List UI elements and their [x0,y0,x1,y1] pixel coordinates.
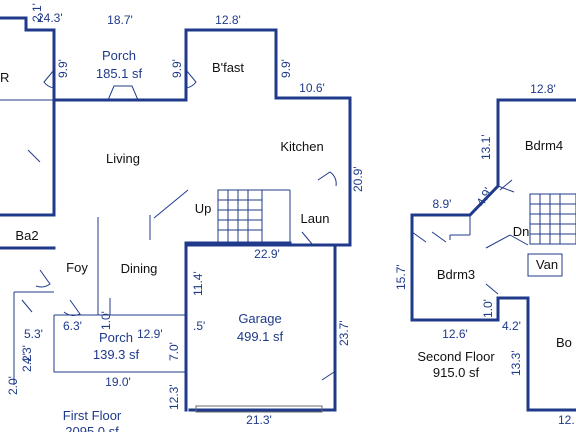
room-label-ba2: Ba2 [15,228,38,243]
dimension-label: 12.8' [215,13,241,27]
room-label-bfast: B'fast [212,60,244,75]
dimension-label: 4.2' [502,319,521,333]
second-floor-area: 915.0 sf [433,365,480,380]
room-label-van: Van [536,257,558,272]
dimension-label: 9.9' [56,59,70,78]
dimension-label: 5.3' [24,327,43,341]
dimension-label: 24.3' [37,11,63,25]
dimension-label: 22.9' [254,247,280,261]
dimension-label: 12.9' [137,327,163,341]
dimension-label: 7.0' [167,342,181,361]
dimension-label: 19.0' [105,375,131,389]
dimension-label: 12.8' [530,82,556,96]
room-area-porch-bottom: 139.3 sf [93,347,140,362]
dimension-label: 18.7' [107,13,133,27]
room-label-right-partial: Bo [556,335,572,350]
dimension-label: 8.9' [433,197,452,211]
dimension-label: 2.2' [20,353,34,372]
dimension-label: 9.9' [170,59,184,78]
dimension-label: 12.3' [167,384,181,410]
floor-titles: First Floor 2095.0 sf Second Floor 915.0… [63,349,496,432]
room-label-kitchen: Kitchen [280,139,323,154]
second-floor-walls [410,98,576,412]
dimension-label: 4.9' [473,185,495,208]
dimension-label: 6.3' [63,319,82,333]
room-area-garage: 499.1 sf [237,329,284,344]
room-labels: R Porch 185.1 sf B'fast Kitchen Living U… [0,48,572,362]
room-label-dining: Dining [121,261,158,276]
dimension-label: 12. [558,413,575,427]
dimension-label: .5' [193,319,205,333]
dimension-label: 4.3' [20,345,34,364]
dimension-label: 20.9' [351,166,365,192]
dimension-label: 21.3' [246,413,272,427]
first-floor-title: First Floor [63,408,122,423]
room-label-garage: Garage [238,311,281,326]
dimension-label: 2.0' [6,376,20,395]
dimension-label: 15.7' [394,264,408,290]
second-floor-title: Second Floor [417,349,495,364]
room-label-up: Up [195,201,212,216]
dimension-labels: 2.1' 24.3' 18.7' 12.8' 9.9' 9.9' 9.9' 10… [6,3,575,427]
dimension-label: 12.6' [442,327,468,341]
room-area-porch-top: 185.1 sf [96,66,143,81]
room-label-bdrm4: Bdrm4 [525,138,563,153]
room-label-foy: Foy [66,260,88,275]
room-label-living: Living [106,151,140,166]
dimension-label: 11.4' [191,271,205,296]
dimension-label: 13.3' [509,350,523,376]
room-label-laun: Laun [301,211,330,226]
first-floor-walls [0,16,352,413]
room-label-porch-top: Porch [102,48,136,63]
dimension-label: 9.9' [279,59,293,78]
room-label-bdrm3: Bdrm3 [437,267,475,282]
dimension-label: 13.1' [479,134,493,160]
dimension-label: 10.6' [299,81,325,95]
room-label-left-partial: R [0,70,9,85]
room-label-dn: Dn [513,224,530,239]
dimension-label: 1.0' [481,299,495,318]
dimension-label: 1.0' [99,311,113,330]
dimension-label: 23.7' [337,320,351,346]
dimension-label: 2.1' [30,3,44,22]
first-floor-area: 2095.0 sf [65,424,119,432]
room-label-porch-bottom: Porch [99,330,133,345]
